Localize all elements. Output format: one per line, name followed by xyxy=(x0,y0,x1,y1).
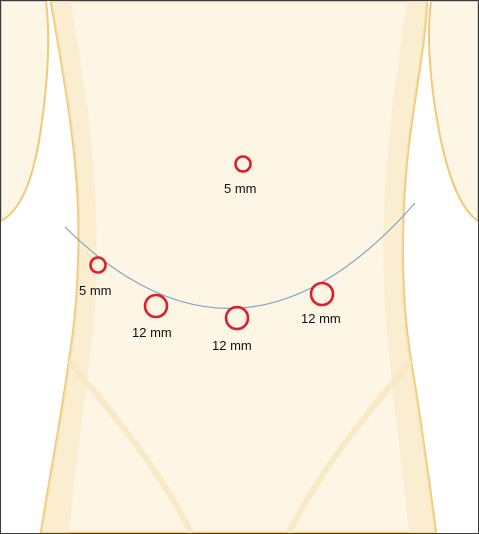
port-label-epigastric: 5 mm xyxy=(224,182,257,195)
port-label-left-lower: 12 mm xyxy=(301,312,341,325)
port-label-right-lateral: 5 mm xyxy=(79,284,112,297)
port-label-midline-lower: 12 mm xyxy=(212,339,252,352)
torso xyxy=(41,1,436,533)
port-label-right-lower: 12 mm xyxy=(132,326,172,339)
